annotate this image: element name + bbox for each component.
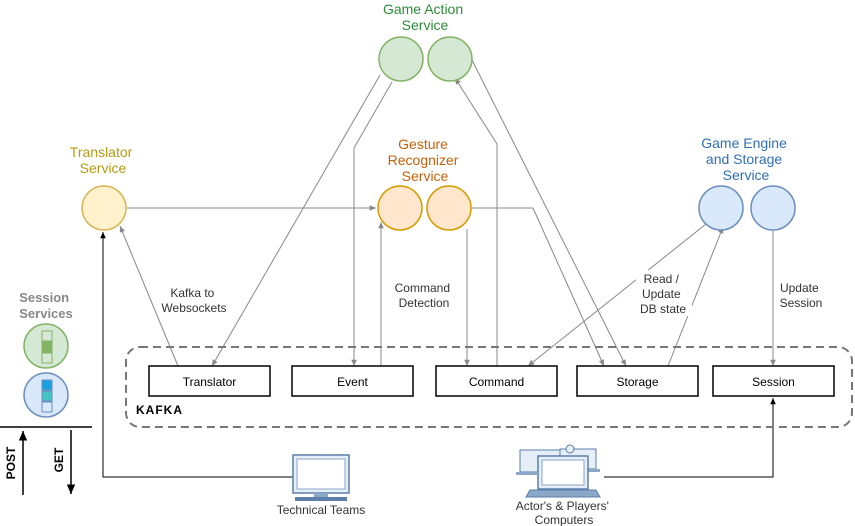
- game-action-service-title-line2: Service: [402, 17, 449, 33]
- technical-teams-label: Technical Teams: [277, 503, 366, 517]
- session-services-title: Session Services: [19, 290, 73, 321]
- gesture-recognizer-service-title: Gesture Recognizer Service: [388, 136, 463, 184]
- command-detection-line1: Command: [395, 281, 450, 295]
- read-update-line1: Read /: [644, 272, 680, 286]
- translator-service-title-line1: Translator: [70, 144, 133, 160]
- kafka-label: KAFKA: [136, 403, 183, 417]
- game-engine-service-title: Game Engine and Storage Service: [701, 135, 791, 183]
- get-label: GET: [52, 447, 66, 472]
- kafka-topic-storage: Storage: [576, 365, 699, 397]
- translator-service: Translator Service: [70, 144, 136, 231]
- post-label: POST: [4, 446, 18, 479]
- game-action-service-title: Game Action Service: [383, 1, 467, 33]
- edge-techteams-to-translator-service: [100, 232, 295, 478]
- game-engine-node-right: [750, 185, 796, 231]
- session-blue-stack-icon: [41, 379, 53, 413]
- edge-gameaction-to-storage-topic: [471, 59, 627, 367]
- game-engine-node-left: [698, 185, 744, 231]
- kafka-topic-event: Event: [291, 365, 414, 397]
- gesture-recognizer-service: Gesture Recognizer Service: [377, 136, 472, 231]
- translator-node: [81, 185, 127, 231]
- client-connectors: [100, 232, 776, 478]
- game-engine-storage-service: Game Engine and Storage Service: [698, 135, 796, 231]
- game-action-service: Game Action Service: [378, 1, 473, 82]
- read-update-label-bg: [636, 270, 692, 316]
- edge-storage-topic-to-gameengine: [667, 226, 724, 367]
- game-engine-title-line3: Service: [723, 167, 770, 183]
- technical-teams-client: Technical Teams: [277, 454, 366, 517]
- game-engine-title-line2: and Storage: [706, 151, 782, 167]
- translator-service-title-line2: Service: [80, 160, 127, 176]
- read-update-label: Read / Update DB state: [640, 272, 686, 316]
- gesture-title-line3: Service: [402, 168, 449, 184]
- gesture-title-line2: Recognizer: [388, 152, 459, 168]
- kafka-topic-box: [435, 365, 558, 397]
- kafka-topic-session: Session: [712, 365, 835, 397]
- edge-gesture-to-storage-topic: [472, 207, 605, 367]
- kafka-cluster-border: [125, 346, 853, 428]
- game-engine-title-line1: Game Engine: [701, 135, 787, 151]
- edge-gameengine-to-command-topic: [527, 223, 707, 367]
- kafka-topic-box: [291, 365, 414, 397]
- kafka-topic-label: Translator: [183, 375, 237, 389]
- game-action-node-left: [378, 36, 424, 82]
- players-computers-line2: Computers: [535, 513, 594, 526]
- kafka-to-websockets-label: Kafka to Websockets: [161, 286, 226, 315]
- session-services: Session Services: [19, 290, 73, 418]
- translator-service-title: Translator Service: [70, 144, 136, 176]
- edge-gameaction-to-event-topic: [351, 81, 393, 366]
- update-session-line2: Session: [780, 296, 823, 310]
- kafka-topic-command: Command: [435, 365, 558, 397]
- monitor-icon: [292, 454, 350, 501]
- edge-translator-topic-to-service: [119, 225, 179, 367]
- players-computers-label: Actor's & Players' Computers: [516, 499, 613, 526]
- session-green-stack-icon: [41, 330, 53, 364]
- edge-gameaction-to-translator-topic: [211, 74, 381, 367]
- gesture-title-line1: Gesture: [398, 136, 448, 152]
- kafka-topic-label: Command: [469, 375, 524, 389]
- edge-labels: Kafka to Websockets Command Detection Re…: [161, 270, 822, 316]
- gesture-node-left: [377, 185, 423, 231]
- game-action-node-right: [427, 36, 473, 82]
- kafka-topic-translator: Translator: [148, 365, 271, 397]
- command-detection-label: Command Detection: [395, 281, 454, 310]
- edge-command-topic-to-gameaction: [454, 77, 498, 366]
- read-update-line2: Update: [642, 287, 681, 301]
- gesture-node-right: [426, 185, 472, 231]
- read-update-line3: DB state: [640, 302, 686, 316]
- session-services-title-line2: Services: [19, 306, 73, 321]
- computers-icon: [516, 444, 601, 498]
- kafka-topic-label: Storage: [616, 375, 658, 389]
- kafka-topic-label: Event: [337, 375, 368, 389]
- players-computers-client: Actor's & Players' Computers: [516, 444, 613, 526]
- players-computers-line1: Actor's & Players': [516, 499, 609, 513]
- game-action-service-title-line1: Game Action: [383, 1, 463, 17]
- kafka-topic-box: [712, 365, 835, 397]
- kafka-to-websockets-line1: Kafka to: [170, 286, 214, 300]
- session-services-title-line1: Session: [19, 290, 69, 305]
- update-session-label: Update Session: [780, 281, 823, 310]
- update-session-line1: Update: [780, 281, 819, 295]
- kafka-to-websockets-line2: Websockets: [161, 301, 226, 315]
- kafka-topic-label: Session: [752, 375, 795, 389]
- kafka-topic-box: [576, 365, 699, 397]
- edge-players-to-session-topic: [604, 398, 776, 478]
- kafka-cluster: KAFKA Translator Event Command Storage Sessi…: [125, 346, 853, 428]
- kafka-topic-box: [148, 365, 271, 397]
- connectors: [119, 59, 776, 367]
- command-detection-line2: Detection: [399, 296, 450, 310]
- http-methods: POST GET: [0, 426, 92, 495]
- kafka-topics: Translator Event Command Storage Session: [148, 365, 835, 397]
